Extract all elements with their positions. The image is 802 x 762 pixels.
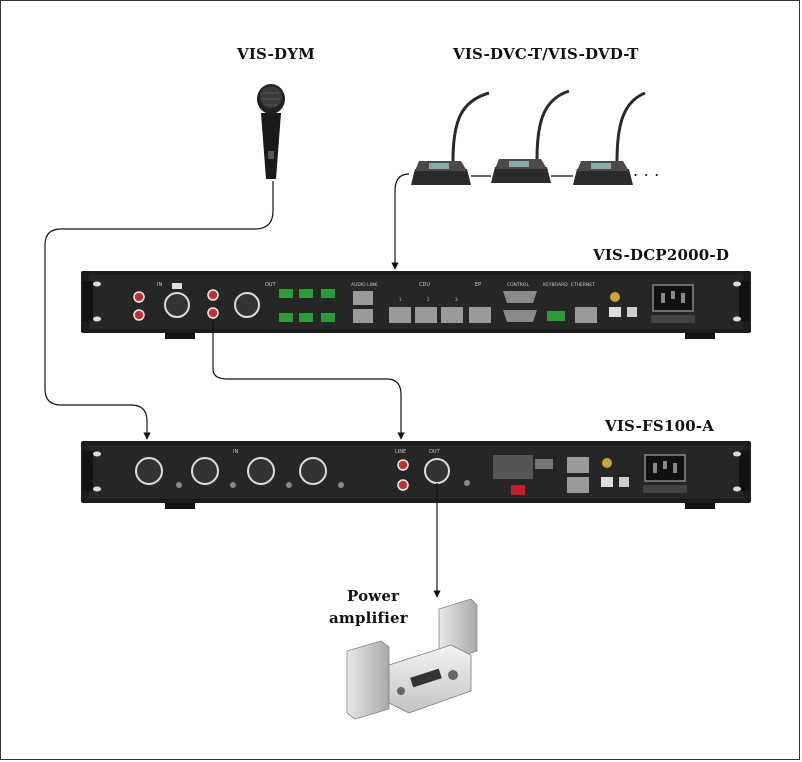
cdu-port-number: 2 [427,297,430,302]
ce-mark-icon [609,307,621,317]
xlr-jack-icon [247,457,275,485]
rj45-port-icon [415,307,437,323]
trim-knob-icon [286,482,292,488]
trim-knob-icon [464,480,470,486]
dip-switch-icon [511,485,525,495]
rj45-port-icon [469,307,491,323]
fs-out-label: OUT [429,449,441,455]
cdu-port-number: 1 [399,297,402,302]
dcp-keyboard-label: KEYBOARD [543,282,568,288]
dcp-ethernet-label: ETHERNET [571,282,595,288]
terminal-block-group [279,289,335,322]
dcp-control-label: CONTROL [507,282,529,288]
rj45-port-icon [567,477,589,493]
xlr-jack-icon [191,457,219,485]
dcp-in-label: IN [157,282,162,288]
rj45-port-icon [441,307,463,323]
rca-jack-icon [397,479,409,491]
trim-knob-icon [338,482,344,488]
main-unit-label: VIS-DCP2000-D [593,246,730,264]
weee-mark-icon [627,307,637,317]
cdu-port-number: 3 [455,297,458,302]
dcp-to-fs100-cable [212,321,405,440]
ground-screw-icon [610,292,620,302]
dcp-ep-label: EP [475,282,481,288]
dcp-cdu-label: CDU [419,282,430,288]
rca-jack-icon [133,291,145,303]
xlr-jack-icon [424,458,450,484]
xlr-latch [172,283,182,289]
ce-mark-icon [601,477,613,487]
db9-port-icon [503,310,537,322]
amplifier-label-line2: amplifier [329,609,408,627]
delegate-unit-icon [491,89,570,183]
terminal-block-icon [547,311,565,321]
rca-jack-icon [133,309,145,321]
delegate-to-dcp-cable [391,173,410,270]
fs-line-label: LINE [395,449,406,455]
microphone-label: VIS-DYM [237,45,315,63]
rca-jack-icon [397,459,409,471]
trim-knob-icon [230,482,236,488]
trim-knob-icon [176,482,182,488]
xlr-jack-icon [234,292,260,318]
xlr-jack-icon [299,457,327,485]
feedback-suppressor-label: VIS-FS100-A [605,417,715,435]
ellipsis: . . . [633,161,660,180]
dcp-audio-link-label: AUDIO LINK [351,282,378,288]
spec-label-plate [535,459,553,469]
amplifier-label-line1: Power [347,587,400,605]
delegate-unit-icon [411,91,490,185]
fs-xlr-input-group [135,457,344,488]
power-amplifier-icon [346,598,478,720]
dcp-out-label: OUT [265,282,277,288]
rj45-port-icon [353,291,373,305]
weee-mark-icon [619,477,629,487]
fs-in-label: IN [233,449,238,455]
mic-to-fs100-cable [44,181,274,440]
delegate-units-label: VIS-DVC-T/VIS-DVD-T [453,45,639,63]
power-rating-text [651,315,695,323]
rj45-port-icon [389,307,411,323]
power-rating-text [643,485,687,493]
xlr-jack-icon [164,292,190,318]
ground-screw-icon [602,458,612,468]
rj45-port-icon [575,307,597,323]
handheld-microphone-icon [257,84,285,179]
rj45-port-icon [353,309,373,323]
rca-jack-icon [207,289,219,301]
rca-jack-icon [207,307,219,319]
iec-power-inlet-icon [652,284,694,312]
spec-label-plate [493,455,533,479]
delegate-unit-icon [573,91,646,185]
rj45-port-icon [567,457,589,473]
xlr-jack-icon [135,457,163,485]
db9-port-icon [503,291,537,303]
